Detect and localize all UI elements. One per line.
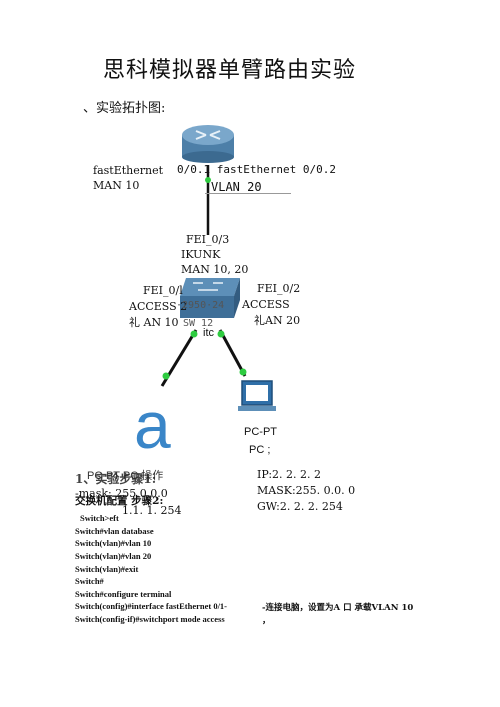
command-line: Switch#: [75, 576, 104, 586]
pc-right-gateway: GW:2. 2. 2. 254: [257, 500, 343, 513]
uplink-vlan-label: MAN 10, 20: [181, 263, 249, 276]
command-line: Switch#vlan database: [75, 526, 154, 536]
pc-left-overlap-label: PC-PT PC 操作: [87, 470, 164, 482]
label-divider: [205, 193, 291, 194]
access-port-note: -连接电脑，设置为A 口 承载VLAN 10: [262, 603, 414, 613]
pc-monitor-icon: [238, 380, 276, 411]
command-line: Switch(vlan)#exit: [75, 564, 139, 574]
pc-left-gateway: 1.1. 1. 254: [122, 504, 182, 517]
router-left-label-1: fastEthernet: [93, 164, 164, 177]
command-line: Switch(config-if)#switchport mode access: [75, 614, 225, 624]
command-line: Switch(vlan)#vlan 10: [75, 538, 152, 548]
switch-port-led-right: [217, 330, 225, 338]
router-vlan-label: VLAN 20: [211, 180, 262, 194]
switch-config-label: 交换机配置 步骤2:: [75, 495, 164, 507]
switch-model-text: ·2950·24: [176, 300, 225, 311]
left-port-mode: ACCESS 2: [129, 300, 188, 313]
pc-left-port-led: [162, 372, 170, 380]
cable-right: [218, 329, 247, 377]
pc-left-mask: -mask: 255.0.0.0: [75, 487, 168, 500]
uplink-port-label: FEI_0/3: [186, 233, 230, 246]
access-port-note-tail: ，: [262, 616, 271, 626]
pc-right-model: PC-PT: [244, 426, 277, 438]
command-line: Switch(vlan)#vlan 20: [75, 551, 152, 561]
right-port-vlan: 礼AN 20: [254, 314, 301, 327]
command-line: Switch>eft: [80, 513, 119, 523]
left-port-vlan: 礼 AN 10: [129, 316, 179, 329]
router-subinterface-label: 0/0.1 fastEthernet 0/0.2: [177, 163, 336, 176]
left-port-label: FEI_0/l: [143, 284, 183, 297]
right-port-mode: ACCESS: [242, 298, 290, 311]
pc-right-name: PC ;: [249, 444, 271, 456]
router-left-label-2: MAN 10: [93, 179, 140, 192]
right-port-label: FEI_0/2: [257, 282, 301, 295]
uplink-router-port-led: [205, 177, 211, 183]
uplink-mode-label: IKUNK: [181, 248, 221, 261]
switch-sw-text: SW 12: [183, 318, 214, 329]
command-line: Switch(config)#interface fastEthernet 0/…: [75, 601, 228, 611]
switch-icon: [180, 278, 240, 318]
section-heading: 、实验拓扑图:: [83, 101, 166, 116]
step-heading: 1、实验步骤1:: [75, 472, 157, 486]
page-title: 思科模拟器单臂路由实验: [103, 58, 357, 83]
pc-right-port-led: [239, 368, 247, 376]
pc-right-mask: MASK:255. 0.0. 0: [257, 484, 356, 497]
router-icon: [182, 125, 234, 163]
pc-right-ip: IP:2. 2. 2. 2: [257, 468, 322, 481]
switch-port-led-left: [190, 330, 198, 338]
switch-name-label: itc: [203, 327, 214, 339]
command-line: Switch#configure terminal: [75, 589, 172, 599]
pc-left-glyph: a: [134, 388, 171, 462]
